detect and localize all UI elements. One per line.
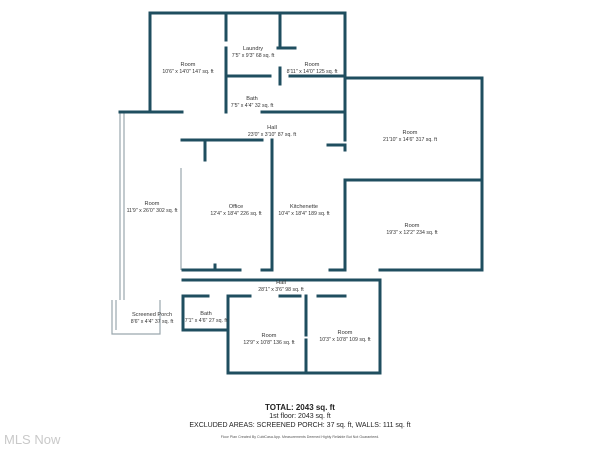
room-labels: Room 10'6" x 14'0" 147 sq. ft Laundry 7'… [127, 46, 439, 346]
hall-name: Hall [276, 280, 286, 286]
watermark: MLS Now [4, 432, 61, 447]
hall-dims: 23'0" x 3'10" 87 sq. ft [248, 132, 297, 138]
bath-dims: 7'1" x 4'6" 27 sq. ft [185, 318, 228, 324]
room-name: Room [405, 223, 420, 229]
total-area: TOTAL: 2043 sq. ft [265, 403, 335, 412]
room-dims: 10'6" x 14'0" 147 sq. ft [162, 69, 214, 75]
room-name: Room [145, 201, 160, 207]
room-dims: 8'11" x 14'0" 125 sq. ft [287, 69, 338, 75]
kitchenette-name: Kitchenette [290, 204, 318, 210]
room-dims: 11'9" x 26'0" 302 sq. ft [127, 208, 178, 214]
room-dims: 12'9" x 10'8" 136 sq. ft [243, 340, 295, 346]
bath-name: Bath [200, 311, 212, 317]
screened-porch-dims: 8'6" x 4'4" 37 sq. ft [131, 319, 174, 325]
kitchenette-dims: 10'4" x 18'4" 189 sq. ft [278, 211, 330, 217]
room-dims: 21'10" x 14'6" 317 sq. ft [383, 137, 438, 143]
excluded-areas: EXCLUDED AREAS: SCREENED PORCH: 37 sq. f… [189, 422, 411, 429]
room-name: Room [305, 62, 320, 68]
office-name: Office [229, 204, 244, 210]
screened-porch-name: Screened Porch [132, 312, 172, 318]
floor-plan: Room 10'6" x 14'0" 147 sq. ft Laundry 7'… [111, 11, 484, 375]
room-name: Room [181, 62, 196, 68]
bath-dims: 7'5" x 4'4" 32 sq. ft [231, 103, 274, 109]
room-name: Room [338, 330, 353, 336]
room-dims: 10'3" x 10'8" 109 sq. ft [319, 337, 371, 343]
hall-dims: 28'1" x 3'6" 98 sq. ft [258, 287, 304, 293]
credit-line: Floor Plan Created By CubiCasa App. Meas… [220, 435, 380, 439]
room-name: Room [262, 333, 277, 339]
hall-name: Hall [267, 125, 277, 131]
office-dims: 12'4" x 18'4" 226 sq. ft [210, 211, 262, 217]
laundry-name: Laundry [243, 46, 263, 52]
room-dims: 19'3" x 12'2" 234 sq. ft [386, 230, 438, 236]
walls [118, 11, 484, 375]
room-name: Room [403, 130, 418, 136]
floor-area: 1st floor: 2043 sq. ft [269, 413, 331, 420]
bath-name: Bath [246, 96, 258, 102]
laundry-dims: 7'5" x 9'3" 68 sq. ft [232, 53, 275, 59]
